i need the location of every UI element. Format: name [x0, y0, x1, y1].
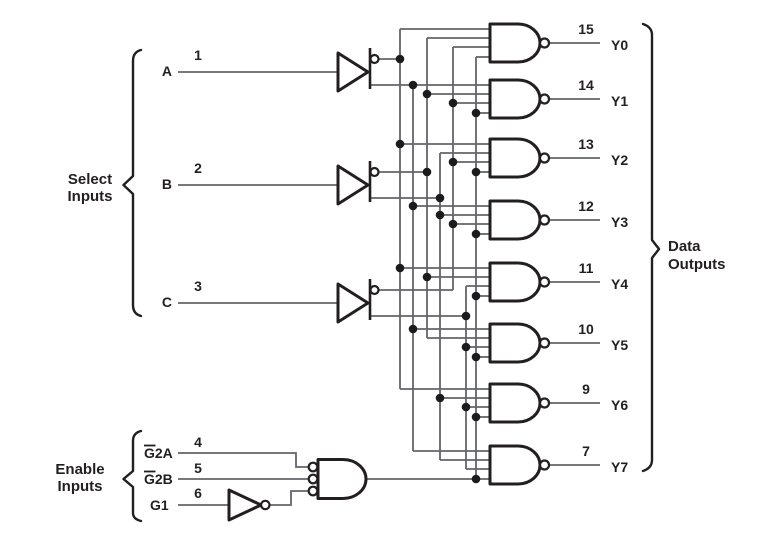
junction-dot [471, 108, 481, 118]
pin-number: 3 [194, 278, 202, 294]
enable-inputs-brace [122, 429, 143, 523]
inversion-bubble [369, 284, 380, 296]
data-outputs-label: Outputs [668, 256, 726, 273]
junction-dot [435, 193, 445, 203]
wires-layer [178, 28, 600, 506]
pin-number: 5 [194, 460, 202, 476]
junction-dot [408, 80, 418, 90]
input-label-B: B [162, 176, 172, 192]
nand-gate-Y5 [488, 322, 542, 364]
inversion-bubble [538, 37, 551, 49]
pin-number: 12 [578, 198, 594, 214]
junction-dot [395, 54, 405, 64]
nand-gate-Y1 [488, 78, 542, 120]
inversion-bubble [538, 459, 551, 471]
pin-number: 2 [194, 160, 202, 176]
inversion-bubble [538, 337, 551, 349]
junction-dot [471, 229, 481, 239]
junction-dot [422, 167, 432, 177]
junction-dot [471, 352, 481, 362]
inversion-bubble [538, 276, 551, 288]
junction-dot [408, 201, 418, 211]
nand-gate-Y7 [488, 444, 542, 486]
junction-dot [422, 272, 432, 282]
input-label-G1: G1 [150, 497, 169, 513]
enable-inputs-label: Inputs [58, 478, 103, 495]
nand-gate-Y0 [488, 22, 542, 64]
gates-layer [122, 22, 661, 523]
buffer-A [336, 51, 370, 93]
junction-dot [461, 402, 471, 412]
junction-dot [461, 311, 471, 321]
output-label-Y3: Y3 [611, 214, 628, 230]
junction-dot [422, 89, 432, 99]
inversion-bubble [307, 461, 319, 473]
output-label-Y6: Y6 [611, 397, 628, 413]
junction-dot [408, 324, 418, 334]
nand-gate-Y2 [488, 137, 542, 179]
junction-dot [471, 474, 481, 484]
pin-number: 11 [579, 260, 594, 276]
junction-dot [471, 412, 481, 422]
nand-gate-Y4 [488, 261, 542, 303]
junction-dot [395, 139, 405, 149]
junction-dot [448, 98, 458, 108]
pin-number: 9 [582, 381, 590, 397]
pin-number: 14 [578, 77, 594, 93]
junction-dot [448, 219, 458, 229]
junction-dot [435, 210, 445, 220]
output-label-Y2: Y2 [611, 152, 628, 168]
inversion-bubble [538, 93, 551, 105]
nand-gate-Y3 [488, 199, 542, 241]
junction-dots-layer [395, 54, 481, 484]
buffer-C [336, 282, 370, 324]
nand-gate-Y6 [488, 382, 542, 424]
pin-number: 7 [582, 443, 590, 459]
pin-number: 1 [194, 47, 202, 63]
inversion-bubble [369, 166, 380, 178]
pin-number: 6 [194, 485, 202, 501]
enable-and-gate [316, 458, 368, 500]
pin-number: 13 [578, 136, 594, 152]
data-outputs-label: Data [668, 238, 701, 255]
pin-number: 10 [578, 321, 594, 337]
output-label-Y1: Y1 [611, 93, 628, 109]
output-label-Y0: Y0 [611, 37, 628, 53]
junction-dot [471, 167, 481, 177]
inversion-bubble [538, 214, 551, 226]
g2a-line [178, 452, 309, 468]
input-label-G2A: G2A [144, 445, 173, 461]
pin-number: 15 [578, 21, 594, 37]
enable-inputs-label: Enable [55, 461, 104, 478]
inverter-g1 [227, 488, 263, 522]
inversion-bubble [307, 473, 319, 485]
g1-inverted-line [269, 490, 309, 506]
pin-number: 4 [194, 434, 202, 450]
output-label-Y5: Y5 [611, 337, 628, 353]
buffer-B [336, 164, 370, 206]
output-label-Y7: Y7 [611, 459, 628, 475]
select-inputs-label: Inputs [68, 188, 113, 205]
junction-dot [448, 157, 458, 167]
inversion-bubble [369, 53, 380, 65]
junction-dot [395, 263, 405, 273]
input-label-C: C [162, 294, 172, 310]
input-label-G2B: G2B [144, 471, 173, 487]
inversion-bubble [538, 397, 551, 409]
junction-dot [435, 393, 445, 403]
input-label-A: A [162, 63, 172, 79]
inversion-bubble [538, 152, 551, 164]
inversion-bubble [307, 485, 319, 497]
select-inputs-label: Select [68, 171, 112, 188]
junction-dot [471, 291, 481, 301]
select-inputs-brace [122, 48, 143, 318]
output-label-Y4: Y4 [611, 276, 628, 292]
data-outputs-bracket [641, 22, 661, 473]
junction-dot [461, 342, 471, 352]
inversion-bubble [259, 499, 271, 511]
